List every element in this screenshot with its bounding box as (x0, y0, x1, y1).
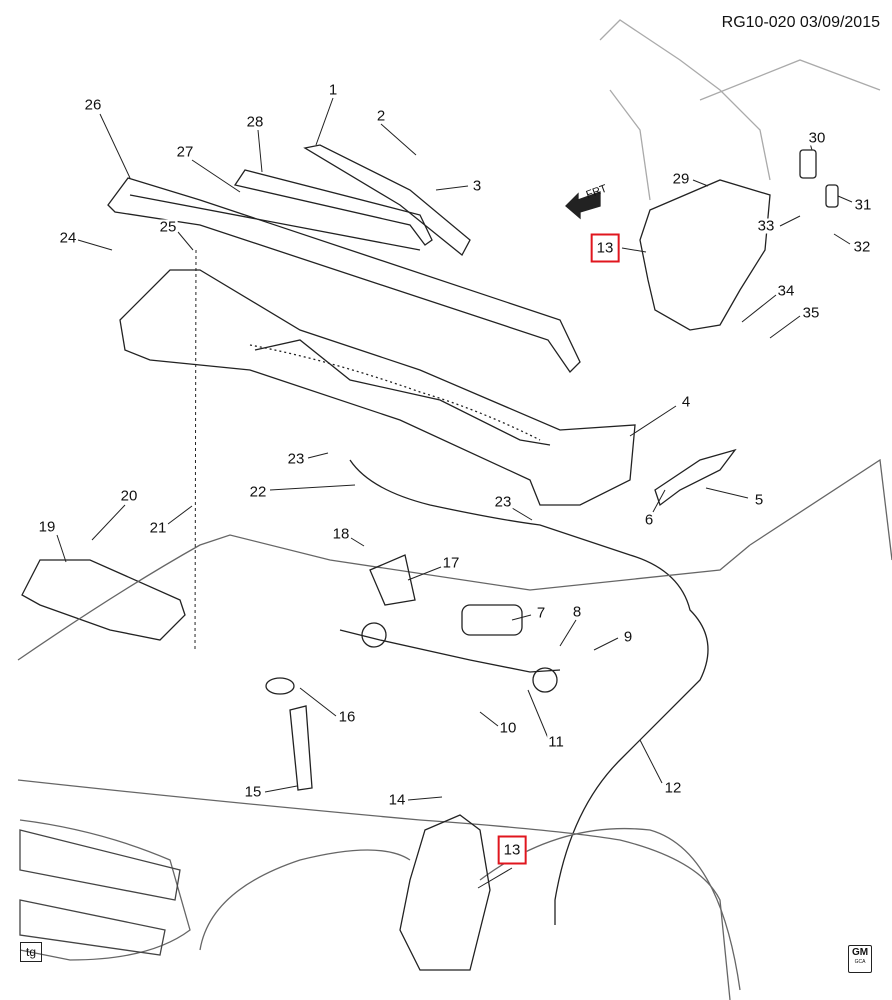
diagram-date: 03/09/2015 (799, 14, 880, 31)
callout-9: 9 (622, 628, 634, 646)
callout-28: 28 (245, 113, 265, 131)
wiper-blade (233, 169, 433, 246)
callout-16: 16 (337, 708, 357, 726)
callout-26: 26 (83, 96, 103, 114)
tg-tag: tg (20, 942, 43, 962)
callout-3: 3 (471, 177, 483, 195)
cowl-panel (119, 269, 636, 506)
wiper-arm (303, 144, 471, 256)
wiper-linkage (339, 629, 561, 673)
gm-logo-text: GM (851, 947, 869, 958)
gm-logo-subtext: GCA (854, 959, 866, 965)
gm-logo: GM GCA (848, 945, 872, 973)
diagram-header: RG10-020 03/09/2015 (722, 14, 880, 32)
callout-29: 29 (671, 170, 691, 188)
callout-33: 33 (756, 217, 776, 235)
callout-30: 30 (807, 129, 827, 147)
callout-10: 10 (498, 719, 518, 737)
callout-34: 34 (776, 282, 796, 300)
leader-lines (56, 97, 853, 889)
callout-17: 17 (441, 554, 461, 572)
callout-18: 18 (331, 525, 351, 543)
grille (19, 829, 181, 956)
callout-1: 1 (327, 81, 339, 99)
callout-20: 20 (119, 487, 139, 505)
callout-23-second: 23 (493, 493, 513, 511)
callout-14: 14 (387, 791, 407, 809)
side-bracket (654, 448, 737, 507)
washer-pump-rear (825, 184, 839, 208)
washer-reservoir (639, 179, 771, 331)
washer-hose (349, 459, 709, 925)
callout-11: 11 (547, 733, 565, 751)
callout-19: 19 (37, 518, 57, 536)
callout-25: 25 (158, 218, 178, 236)
callout-5: 5 (753, 491, 765, 509)
callout-35: 35 (801, 304, 821, 322)
callout-22: 22 (248, 483, 268, 501)
cowl-seal (107, 177, 581, 374)
callout-7: 7 (535, 604, 547, 622)
callout-15: 15 (243, 783, 263, 801)
callout-13-highlighted: 13 (590, 233, 620, 263)
callout-31: 31 (853, 196, 873, 214)
callout-32: 32 (852, 238, 872, 256)
front-arrow-icon (565, 191, 601, 220)
lower-reservoir (399, 814, 491, 971)
washer-pump (799, 149, 817, 179)
callout-12: 12 (663, 779, 683, 797)
callout-2: 2 (375, 107, 387, 125)
filler-cap (265, 677, 295, 695)
callout-6: 6 (643, 511, 655, 529)
callout-21: 21 (148, 519, 168, 537)
cowl-side-panel (21, 559, 186, 641)
wiper-motor (461, 604, 523, 636)
callout-4: 4 (680, 393, 692, 411)
filler-neck (289, 705, 313, 791)
callout-27: 27 (175, 143, 195, 161)
callout-24: 24 (58, 229, 78, 247)
callout-13-highlighted-lower: 13 (497, 835, 527, 865)
diagram-code: RG10-020 (721, 14, 796, 31)
callout-23: 23 (286, 450, 306, 468)
bracket-17 (369, 554, 416, 606)
callout-8: 8 (571, 603, 583, 621)
